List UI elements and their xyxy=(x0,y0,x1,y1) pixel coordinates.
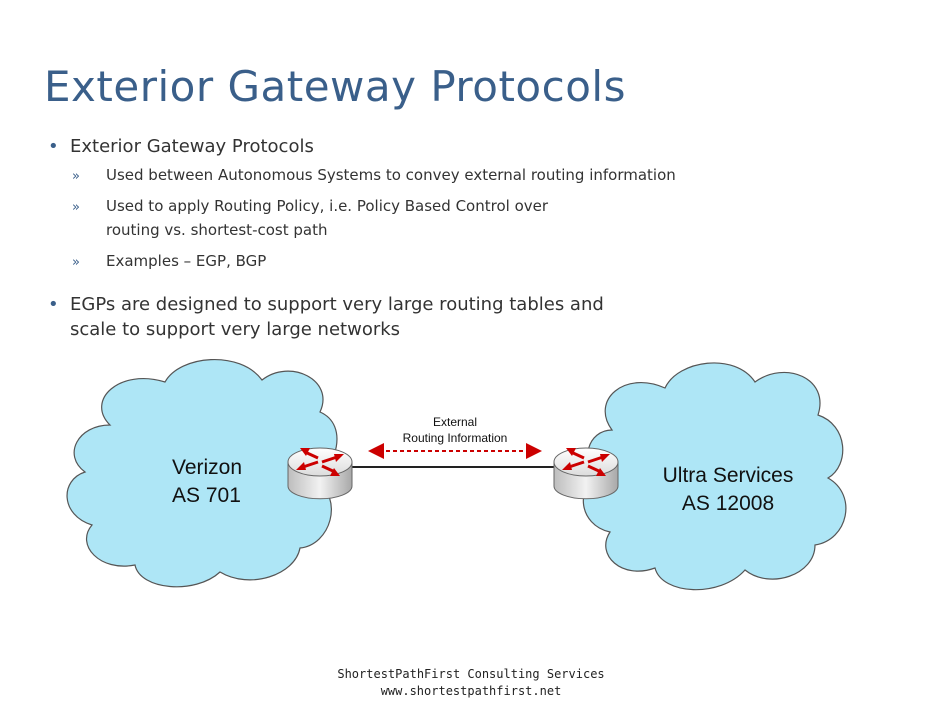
bullet-line1: EGPs are designed to support very large … xyxy=(70,294,604,315)
link-label-line2: Routing Information xyxy=(403,431,508,445)
bullet-line2: scale to support very large networks xyxy=(70,319,401,340)
footer-url: www.shortestpathfirst.net xyxy=(380,684,562,698)
bullet-text: EGPs are designed to support very large … xyxy=(70,292,604,342)
right-router-icon xyxy=(553,447,619,500)
sub-bullet-text: Used to apply Routing Policy, i.e. Polic… xyxy=(106,194,548,242)
bullet-dot-icon: • xyxy=(48,136,59,157)
sub-bullet-text: Examples – EGP, BGP xyxy=(106,252,267,270)
sub-bullet-text: Used between Autonomous Systems to conve… xyxy=(106,166,676,184)
sub-bullet-examples: » Examples – EGP, BGP xyxy=(72,249,266,275)
bullet-text: Exterior Gateway Protocols xyxy=(70,136,314,157)
left-cloud-name: Verizon xyxy=(172,456,242,479)
bullet-egps-designed: • EGPs are designed to support very large… xyxy=(48,292,604,342)
chevron-bullet-icon: » xyxy=(72,255,80,270)
chevron-bullet-icon: » xyxy=(72,200,80,215)
sub-bullet-used-between: » Used between Autonomous Systems to conv… xyxy=(72,163,676,189)
chevron-bullet-icon: » xyxy=(72,169,80,184)
footer-company: ShortestPathFirst Consulting Services xyxy=(337,667,605,681)
left-cloud xyxy=(66,359,338,588)
link-label-line1: External xyxy=(433,415,477,429)
bullet-exterior-gateway-protocols: • Exterior Gateway Protocols xyxy=(48,134,314,159)
sub-bullet-routing-policy: » Used to apply Routing Policy, i.e. Poli… xyxy=(72,194,548,242)
sub-bullet-line2: routing vs. shortest-cost path xyxy=(106,221,328,239)
right-cloud xyxy=(582,362,847,591)
right-cloud-name: Ultra Services xyxy=(663,464,794,487)
right-cloud-as: AS 12008 xyxy=(682,492,774,515)
sub-bullet-line1: Used to apply Routing Policy, i.e. Polic… xyxy=(106,197,549,215)
left-router-icon xyxy=(287,447,353,500)
left-cloud-as: AS 701 xyxy=(172,484,241,507)
bullet-dot-icon: • xyxy=(48,294,59,315)
slide-title: Exterior Gateway Protocols xyxy=(44,62,626,111)
